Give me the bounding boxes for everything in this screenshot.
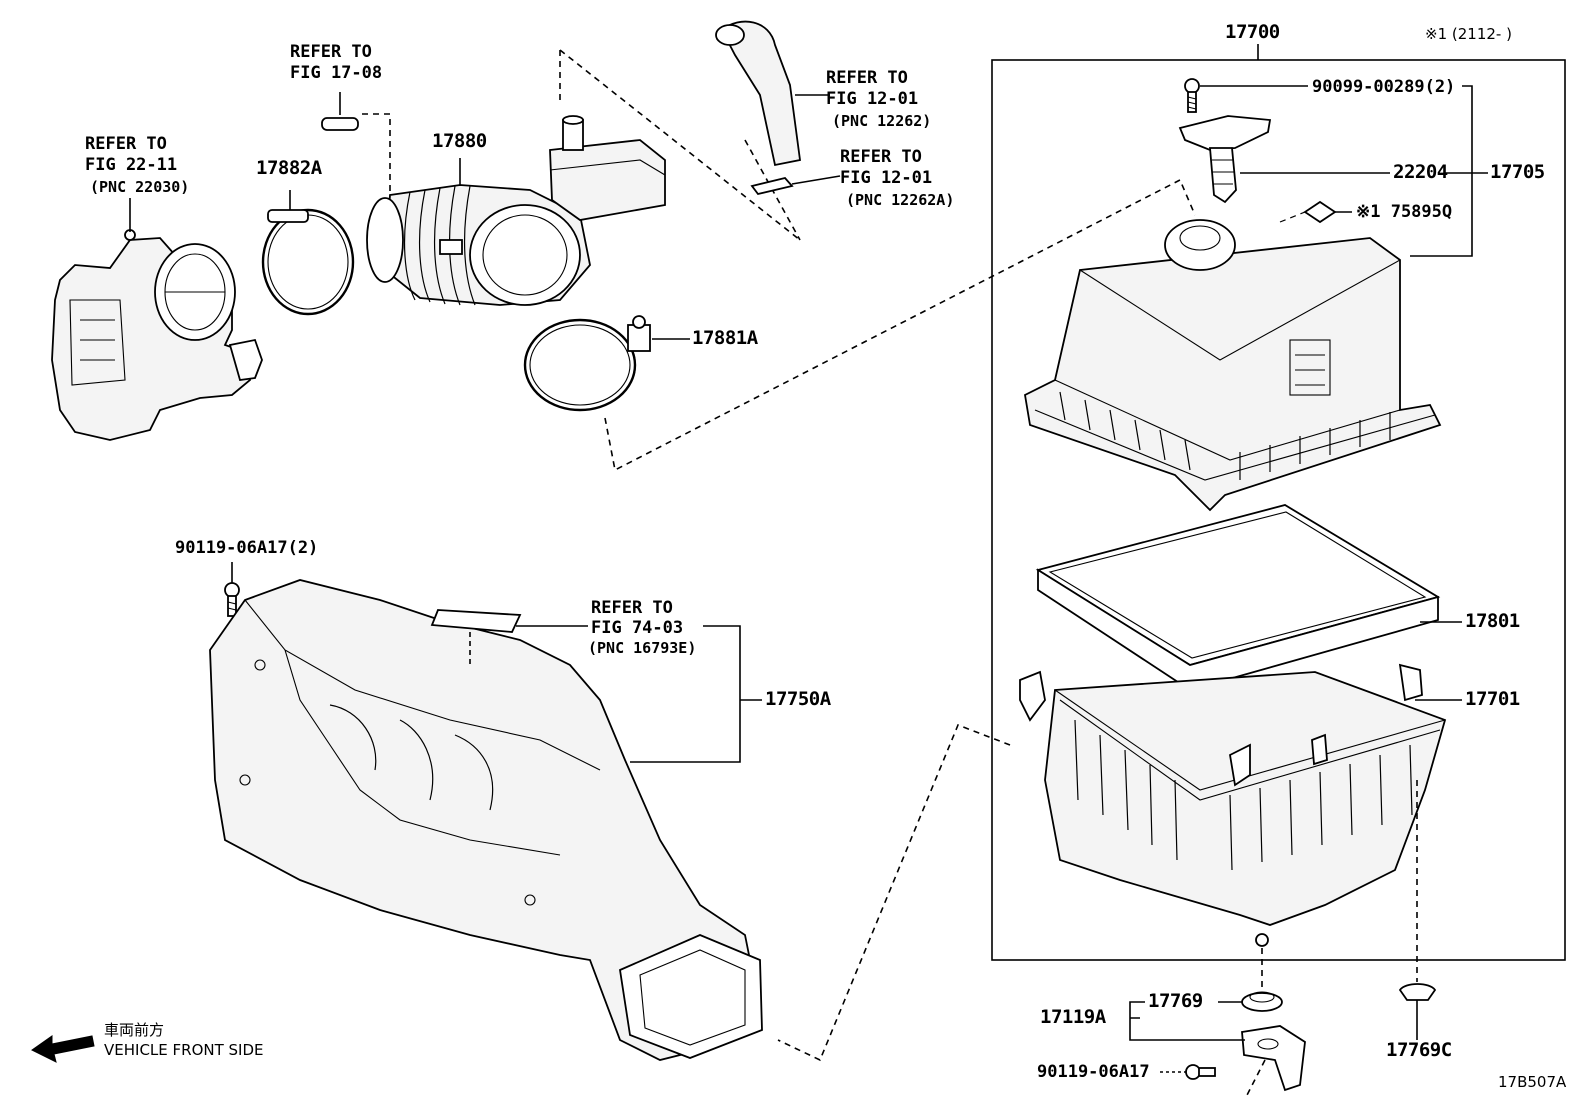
part-number-17769c: 17769C (1386, 1039, 1452, 1061)
refer-fig-12-01-a-line1: REFER TO (826, 68, 908, 88)
air-cleaner-case-illustration (1019, 663, 1447, 947)
part-number-17119a: 17119A (1040, 1006, 1106, 1028)
part-number-22204: 22204 (1393, 161, 1448, 183)
clip-12262a-illustration (750, 176, 794, 196)
part-number-17705: 17705 (1490, 161, 1545, 183)
hose-12262-illustration (715, 20, 802, 167)
part-number-17801: 17801 (1465, 610, 1520, 632)
refer-fig-17-08-line1: REFER TO (290, 42, 372, 62)
throttle-body-illustration (51, 229, 263, 441)
refer-fig-12-01-a-pnc: (PNC 12262) (832, 112, 932, 130)
part-number-17881a: 17881A (692, 327, 758, 349)
assembly-number-17700: 17700 (1225, 21, 1280, 43)
part-number-90099-00289: 90099-00289(2) (1312, 77, 1456, 97)
refer-fig-12-01-b-line1: REFER TO (840, 147, 922, 167)
refer-fig-12-01-a-line2: FIG 12-01 (826, 89, 919, 109)
refer-fig-74-03-pnc: (PNC 16793E) (588, 639, 697, 657)
serial-note: ※1 (2112- ) (1425, 25, 1512, 43)
pin-fig-17-08-illustration (321, 117, 359, 131)
clamp-17882a-illustration (261, 208, 355, 316)
assembly-frame (991, 59, 1566, 961)
refer-fig-74-03-line1: REFER TO (591, 598, 673, 618)
refer-fig-74-03-line2: FIG 74-03 (591, 618, 684, 638)
label-16793e-illustration (430, 609, 522, 633)
bracket-17119a-illustration (1241, 1025, 1306, 1092)
arrow-left-icon (31, 1035, 95, 1063)
refer-fig-22-11-line2: FIG 22-11 (85, 155, 178, 175)
grommet-17769-illustration (1241, 991, 1283, 1012)
vehicle-front-side-jp: 車両前方 (104, 1021, 165, 1039)
bolt-90119-bottom-illustration (1185, 1064, 1216, 1080)
bracket-17750a (630, 625, 741, 763)
refer-fig-22-11-line1: REFER TO (85, 134, 167, 154)
refer-fig-22-11-pnc: (PNC 22030) (90, 178, 190, 196)
bolt-90119-top-illustration (224, 582, 240, 617)
part-number-17880: 17880 (432, 130, 487, 152)
bracket-17705 (1410, 85, 1473, 257)
refer-fig-12-01-b-pnc: (PNC 12262A) (846, 191, 955, 209)
vehicle-front-side-en: VEHICLE FRONT SIDE (104, 1041, 264, 1059)
grommet-17769c-illustration (1398, 983, 1437, 1001)
air-duct-17750a-illustration (209, 579, 763, 1061)
part-number-90119-06a17-2: 90119-06A17(2) (175, 538, 319, 558)
part-number-90119-06a17: 90119-06A17 (1037, 1062, 1150, 1082)
intake-hose-17880-illustration (366, 184, 591, 306)
bracket-17119a-leader (1129, 1001, 1245, 1041)
clamp-17881a-illustration (523, 315, 651, 412)
air-flow-sensor-22204-illustration (1178, 115, 1272, 204)
resonator-illustration (549, 115, 666, 221)
part-number-17882a: 17882A (256, 157, 322, 179)
part-number-17769: 17769 (1148, 990, 1203, 1012)
air-filter-element-illustration (1035, 504, 1441, 691)
figure-id: 17B507A (1498, 1073, 1567, 1091)
screw-90099-illustration (1184, 78, 1200, 113)
part-number-75895q: ※1 75895Q (1356, 202, 1453, 222)
refer-fig-17-08-line2: FIG 17-08 (290, 63, 383, 83)
leader-12262a (791, 175, 841, 185)
refer-fig-12-01-b-line2: FIG 12-01 (840, 168, 933, 188)
label-75895q-illustration (1303, 200, 1337, 224)
air-cleaner-cap-illustration (1024, 219, 1442, 512)
part-number-17750a: 17750A (765, 688, 831, 710)
part-number-17701: 17701 (1465, 688, 1520, 710)
